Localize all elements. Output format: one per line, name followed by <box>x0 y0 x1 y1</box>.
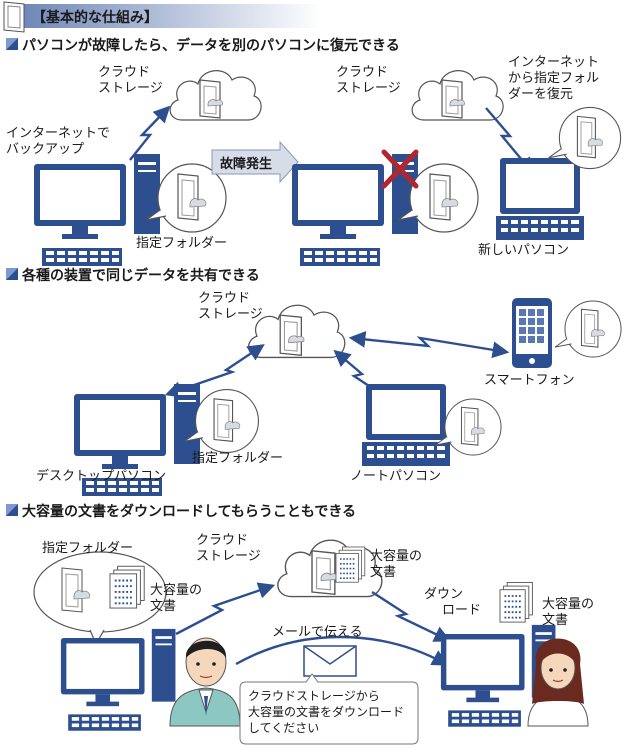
failure-label: 故障発生 <box>220 156 272 172</box>
notebook-label: ノートパソコン <box>350 469 441 484</box>
mail-arrow <box>235 635 449 666</box>
bigdoc-left-label-1: 大容量の <box>150 582 202 598</box>
header-title: 【基本的な仕組み】 <box>32 9 158 26</box>
document-stack-icon <box>109 565 146 610</box>
section-1-heading: パソコンが故障したら、データを別のパソコンに復元できる <box>22 37 400 54</box>
folder-document-bubble <box>33 551 167 646</box>
section-bullet-icon <box>6 268 18 280</box>
man-avatar <box>169 637 241 727</box>
folder-label: 指定フォルダー <box>42 541 133 556</box>
document-stack-icon <box>499 581 534 624</box>
new-pc-icon <box>496 158 584 240</box>
woman-avatar <box>527 638 589 727</box>
restore-arrow <box>485 107 535 175</box>
document-stack-icon <box>335 546 366 584</box>
restore-label-1: インターネット <box>508 55 599 70</box>
desktop-label: デスクトップパソコン <box>36 468 166 484</box>
cloud-label-2: ストレージ <box>196 549 261 564</box>
bigdoc-right-label-2: 文書 <box>542 613 568 628</box>
backup-label-1: インターネットで <box>6 126 110 141</box>
bigdoc-cloud-label-2: 文書 <box>370 565 396 580</box>
backup-label-2: バックアップ <box>6 142 84 157</box>
folder-header-icon <box>3 1 25 33</box>
bigdoc-cloud-label-1: 大容量の <box>370 548 422 564</box>
download-label-1: ダウン <box>424 587 463 602</box>
message-line-2: 大容量の文書をダウンロード <box>248 704 404 719</box>
cloud-label-1: クラウド <box>196 533 248 548</box>
new-pc-label: 新しいパソコン <box>478 242 569 258</box>
cloud-label-left-1: クラウド <box>98 65 150 80</box>
message-box: クラウドストレージから 大容量の文書をダウンロード してください <box>239 673 419 745</box>
smartphone-label: スマートフォン <box>484 373 575 388</box>
section-bullet-icon <box>6 504 18 516</box>
cloud-storage-icon <box>247 304 346 359</box>
sync-arrow-smartphone <box>348 331 510 359</box>
section-bullet-icon <box>6 38 18 50</box>
cloud-label-2: ストレージ <box>198 307 263 322</box>
folder-label: 指定フォルダー <box>136 236 227 251</box>
section-2: 各種の装置で同じデータを共有できる クラウド ストレージ スマートフォン 指定フ… <box>6 267 622 496</box>
cloud-storage-icon <box>169 70 262 121</box>
restore-label-3: ダーを復元 <box>508 86 573 102</box>
header-bar: 【基本的な仕組み】 <box>3 1 322 33</box>
sync-arrow-desktop <box>164 344 265 398</box>
bigdoc-left-label-2: 文書 <box>150 599 176 614</box>
message-line-3: してください <box>248 721 319 735</box>
backup-arrow <box>129 105 171 161</box>
cloud-label-1: クラウド <box>198 291 250 306</box>
failure-cross-icon <box>381 149 419 189</box>
section-3: 大容量の文書をダウンロードしてもらうこともできる 指定フォルダー 大容量の 文書… <box>6 503 594 745</box>
upload-arrow <box>175 582 276 636</box>
section-2-heading: 各種の装置で同じデータを共有できる <box>21 267 260 284</box>
cloud-label-left-2: ストレージ <box>98 81 163 96</box>
section-1: パソコンが故障したら、データを別のパソコンに復元できる クラウド ストレージ イ… <box>6 37 622 266</box>
download-arrow <box>371 590 452 642</box>
download-label-2: ロード <box>442 603 481 618</box>
cloud-label-right-2: ストレージ <box>336 81 401 96</box>
cloud-label-right-1: クラウド <box>336 65 388 80</box>
failure-arrow: 故障発生 <box>211 140 299 184</box>
envelope-icon <box>303 645 357 677</box>
cloud-storage-icon <box>277 539 383 598</box>
notebook-pc-icon <box>362 384 450 466</box>
smartphone-icon <box>512 298 552 368</box>
restore-label-2: から指定フォル <box>508 71 599 86</box>
folder-bubble-icon <box>554 300 622 358</box>
bigdoc-right-label-1: 大容量の <box>542 596 594 612</box>
section-3-heading: 大容量の文書をダウンロードしてもらうこともできる <box>22 503 356 520</box>
folder-label: 指定フォルダー <box>192 451 283 466</box>
mail-label: メールで伝える <box>272 625 363 640</box>
desktop-pc-icon <box>60 628 176 731</box>
message-line-1: クラウドストレージから <box>248 689 380 703</box>
